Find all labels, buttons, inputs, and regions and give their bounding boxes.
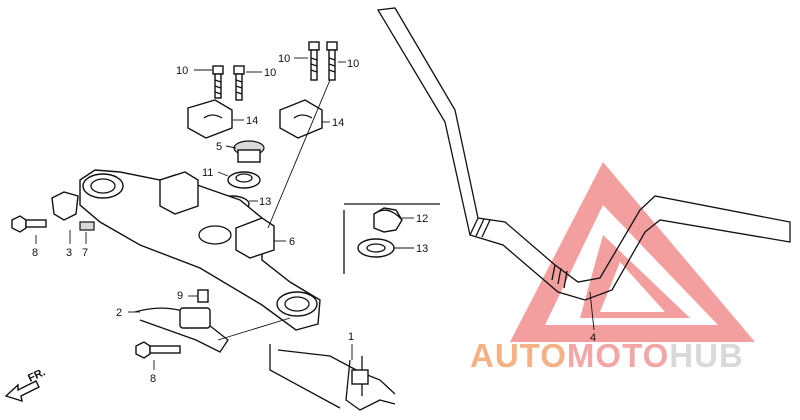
- front-arrow-icon: [4, 380, 40, 403]
- bolt-10-group: [194, 41, 346, 101]
- cushion-7: [79, 221, 95, 244]
- label-2: 2: [116, 307, 122, 319]
- top-bridge-6: [79, 169, 321, 331]
- watermark-part2: MOTO: [566, 337, 670, 374]
- bolt-8-left: [11, 215, 47, 244]
- label-10d: 10: [347, 58, 359, 70]
- clip-3: [51, 191, 79, 244]
- label-9: 9: [177, 290, 183, 302]
- label-4: 4: [590, 332, 596, 344]
- front-arrow-label: FR.: [26, 366, 47, 384]
- label-8b: 8: [150, 373, 156, 385]
- upper-holder-14-group: [187, 99, 330, 139]
- watermark-part1: AUTO: [470, 337, 567, 374]
- watermark-text: AUTOMOTOHUB: [470, 336, 790, 376]
- leader-cable-to-bridge: [217, 317, 291, 341]
- label-11: 11: [202, 167, 213, 179]
- label-13b: 13: [416, 243, 428, 255]
- label-10a: 10: [176, 65, 188, 77]
- label-12: 12: [416, 213, 428, 225]
- watermark-logo-icon: [510, 162, 755, 342]
- label-10b: 10: [264, 67, 276, 79]
- label-1: 1: [348, 331, 354, 343]
- watermark-part3: HUB: [669, 337, 744, 374]
- label-8a: 8: [32, 247, 38, 259]
- wire-harness-1: [269, 344, 396, 411]
- label-7: 7: [82, 247, 88, 259]
- label-14a: 14: [246, 115, 258, 127]
- label-13a: 13: [259, 196, 271, 208]
- label-5: 5: [216, 141, 222, 153]
- label-14b: 14: [332, 117, 344, 129]
- bolt-9: [188, 289, 209, 303]
- cable-clamp-2: [128, 307, 229, 353]
- bolt-8-bottom: [135, 341, 181, 370]
- leader-bolt10-to-bridge: [267, 79, 331, 229]
- label-10c: 10: [278, 53, 290, 65]
- nut-12-box: [343, 203, 440, 274]
- label-3: 3: [66, 247, 72, 259]
- label-6: 6: [289, 236, 295, 248]
- handlebar: [376, 7, 791, 331]
